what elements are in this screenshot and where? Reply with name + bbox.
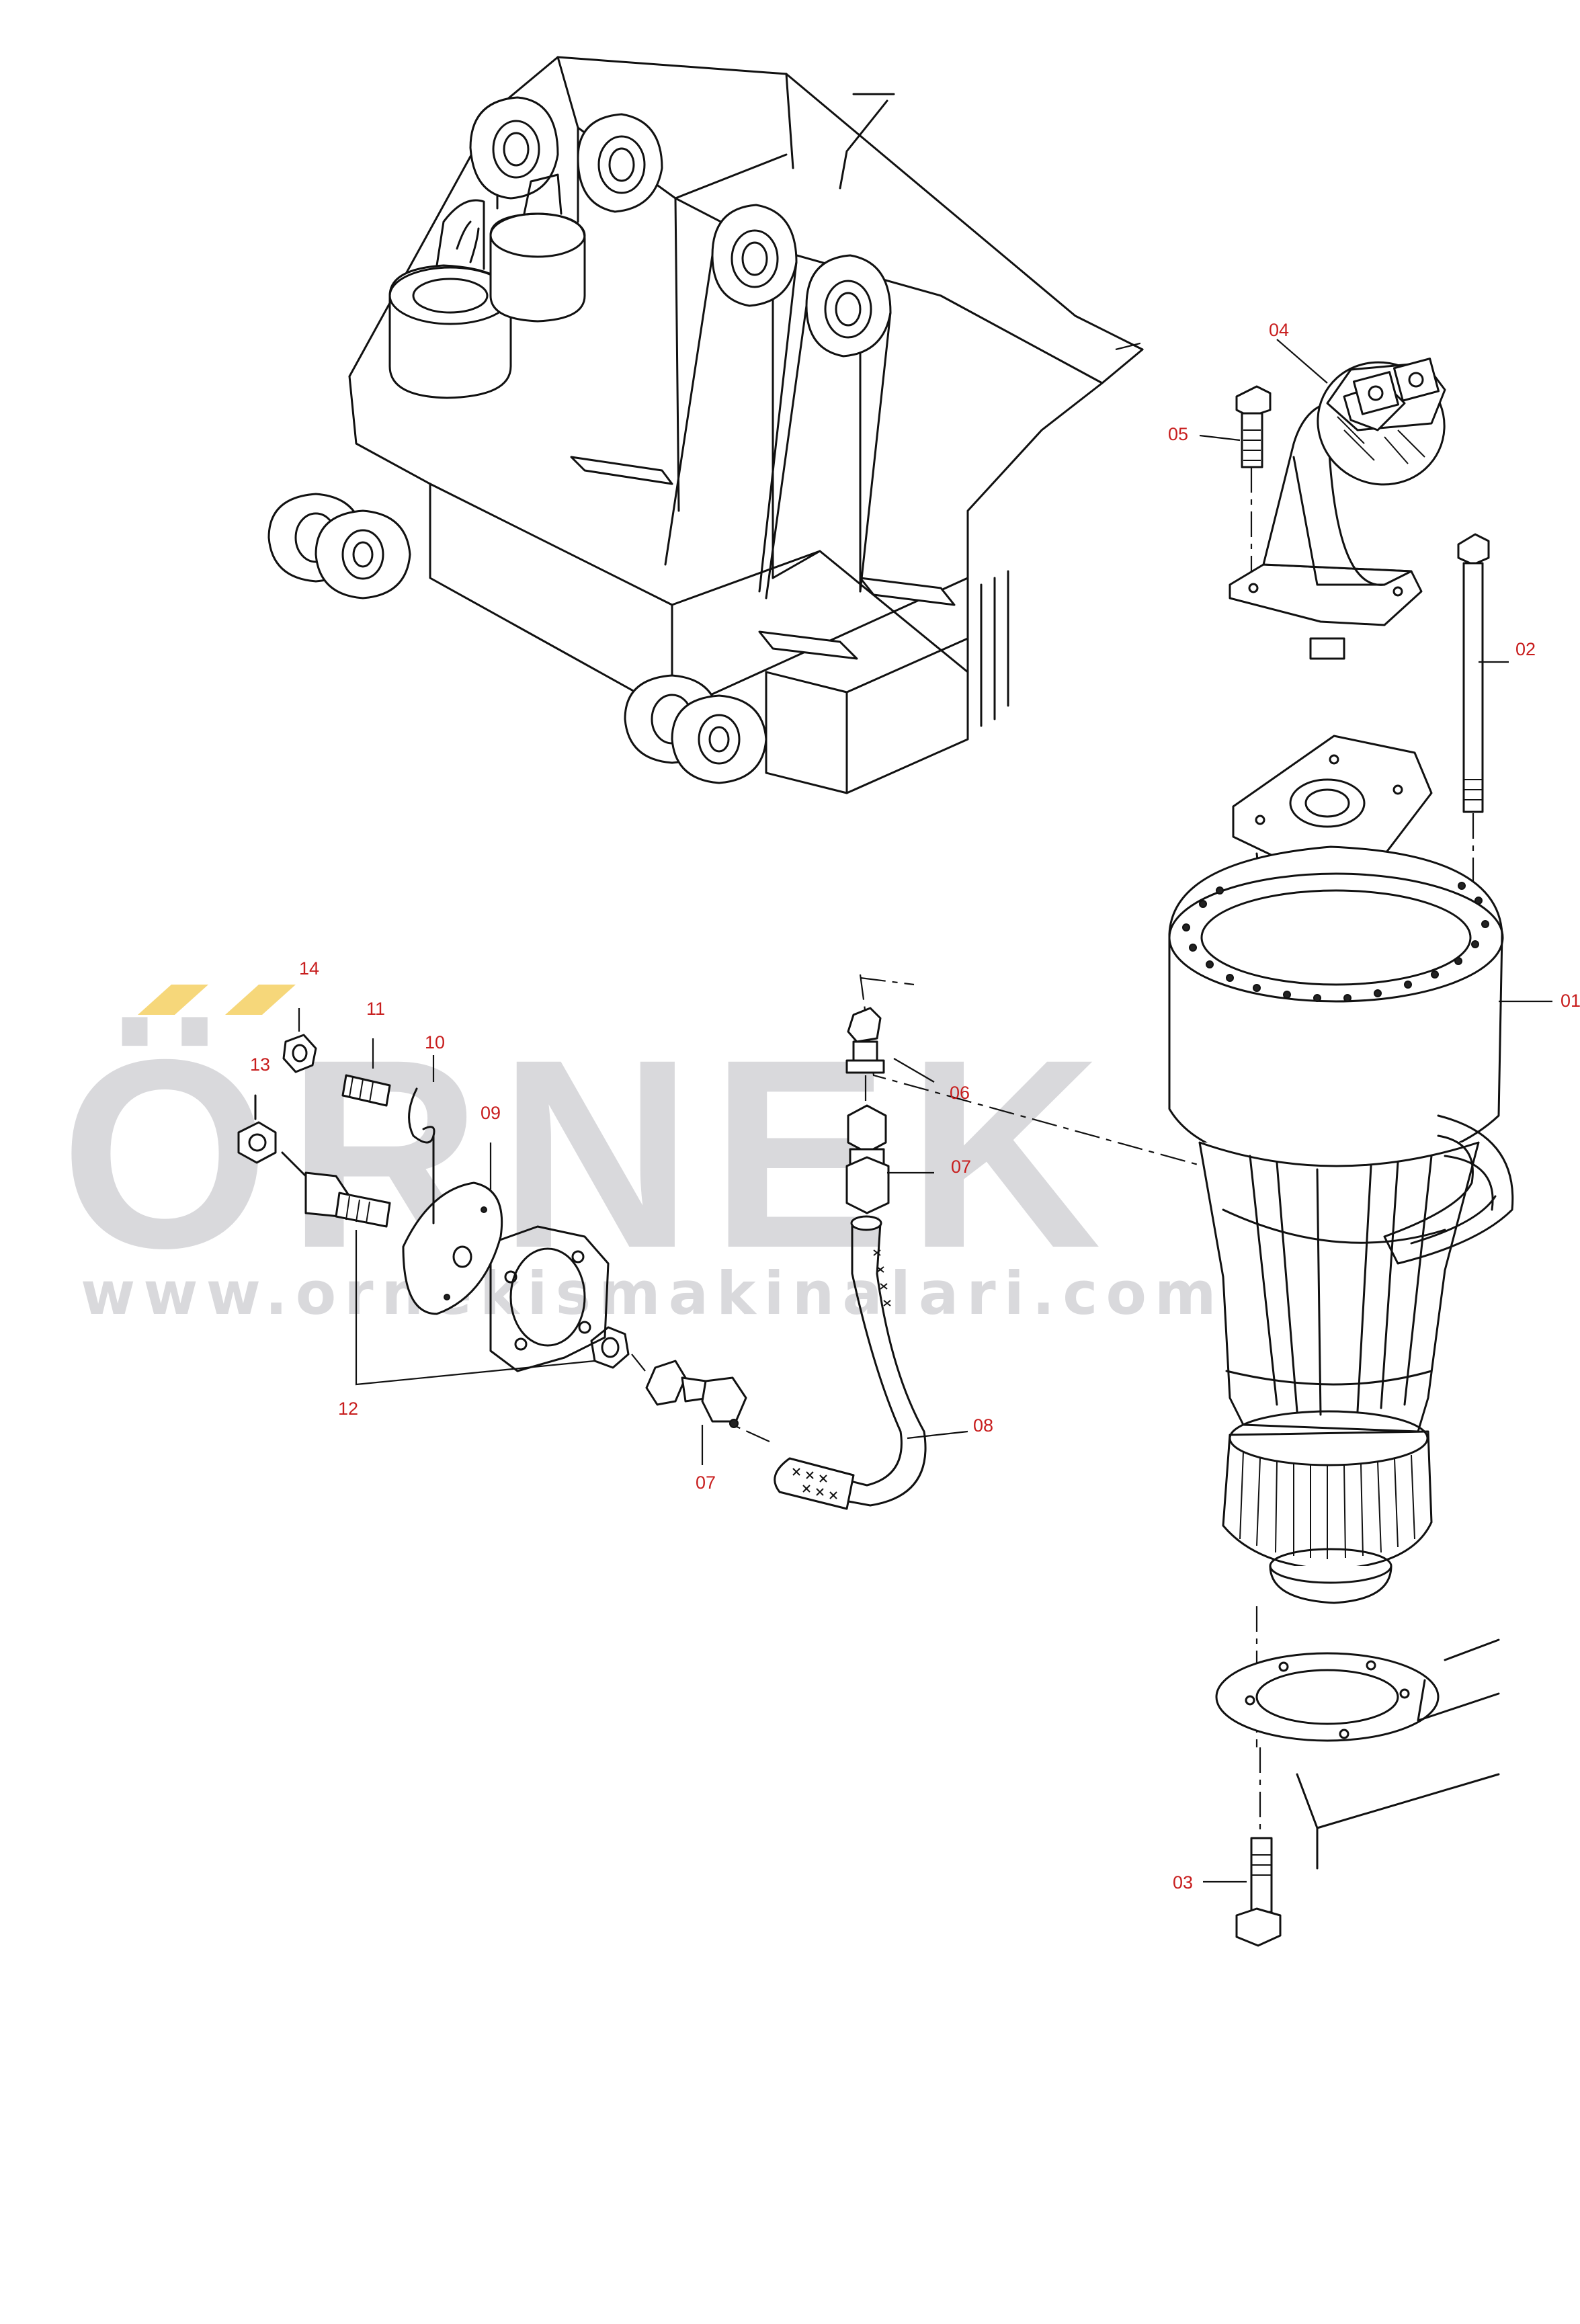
gearbox-01: [1168, 735, 1514, 1747]
callout-labels: 01 02 03 04 05 06 07 07 08 09 10 11 12 1…: [250, 320, 1580, 1893]
watermark-brand: ÖRNEK: [60, 1003, 1119, 1304]
watermark: ÖRNEK www.ornekismakinalari.com.tr: [60, 985, 1329, 1328]
watermark-url: www.ornekismakinalari.com.tr: [81, 1259, 1329, 1328]
watermark-accent-right: [225, 985, 296, 1015]
hydraulic-motor-04: [1229, 358, 1446, 660]
bolt-03: [1235, 1747, 1282, 1947]
hose-alignment-line: [859, 974, 1204, 1167]
watermark-accent-left: [138, 985, 208, 1015]
hose-08: [732, 1215, 927, 1510]
callout-11: 11: [366, 999, 385, 1019]
callout-05: 05: [1168, 424, 1188, 444]
callout-07b: 07: [696, 1472, 716, 1493]
long-bolt-02: [1457, 533, 1490, 894]
stud-12: [281, 1151, 391, 1228]
plate-09: [402, 1181, 503, 1315]
boom-frame-assembly: [267, 56, 1144, 794]
gasket-plate: [489, 1225, 610, 1372]
bracket-12: [355, 1230, 595, 1386]
nut-14: [282, 1034, 317, 1073]
flange-bolt-holes: [1182, 882, 1489, 1002]
leader-lines: [298, 339, 1552, 1883]
callout-07a: 07: [951, 1157, 971, 1177]
stud-11: [341, 1074, 391, 1107]
callout-10: 10: [425, 1032, 445, 1052]
callout-02: 02: [1515, 639, 1536, 659]
callout-03: 03: [1173, 1872, 1193, 1893]
callout-04: 04: [1269, 320, 1289, 340]
bolt-05: [1235, 385, 1272, 581]
nut-12: [590, 1326, 646, 1372]
hose-alignment-line-2: [860, 977, 915, 986]
hose-nut-07-lower: [645, 1360, 747, 1428]
grease-nipple-13: [237, 1094, 277, 1164]
callout-14: 14: [299, 958, 319, 979]
callout-08: 08: [973, 1415, 993, 1436]
callout-13: 13: [250, 1054, 270, 1075]
callout-12: 12: [338, 1399, 358, 1419]
circlip-10: [408, 1087, 435, 1225]
lower-gasket-and-frame: [1215, 1638, 1500, 1870]
callout-06: 06: [950, 1083, 970, 1103]
callout-09: 09: [481, 1103, 501, 1123]
callout-01: 01: [1561, 991, 1580, 1011]
fitting-06: [845, 1007, 885, 1102]
hose-nut-07-upper: [845, 1104, 890, 1214]
